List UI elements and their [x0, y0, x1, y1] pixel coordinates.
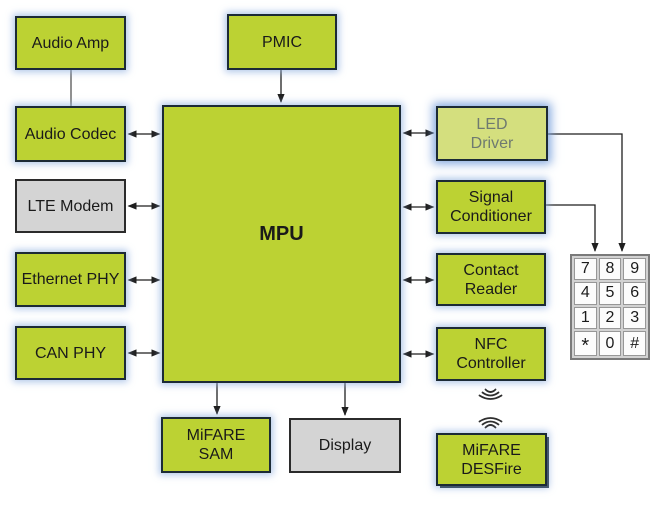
block-ethernet-phy[interactable]: Ethernet PHY [15, 252, 126, 307]
block-display[interactable]: Display [289, 418, 401, 473]
keypad-key-3[interactable]: 3 [623, 306, 646, 329]
keypad-key-0[interactable]: 0 [598, 331, 622, 356]
block-nfc-controller[interactable]: NFC Controller [436, 327, 546, 381]
block-audio-codec[interactable]: Audio Codec [15, 106, 126, 162]
block-can-phy[interactable]: CAN PHY [15, 326, 126, 380]
keypad-key-6[interactable]: 6 [623, 282, 646, 305]
keypad-key-7[interactable]: 7 [574, 258, 597, 281]
keypad-key-9[interactable]: 9 [623, 258, 646, 281]
keypad: 7 8 9 4 5 6 1 2 3 * 0 # [570, 254, 650, 360]
keypad-key-1[interactable]: 1 [574, 306, 597, 329]
keypad-key-hash[interactable]: # [623, 331, 646, 356]
wireless-up-icon [478, 417, 503, 429]
keypad-key-5[interactable]: 5 [598, 282, 622, 305]
block-signal-conditioner[interactable]: Signal Conditioner [436, 180, 546, 234]
keypad-key-2[interactable]: 2 [598, 306, 622, 329]
block-audio-amp[interactable]: Audio Amp [15, 16, 126, 70]
block-lte-modem[interactable]: LTE Modem [15, 179, 126, 233]
block-led-driver[interactable]: LED Driver [436, 106, 548, 161]
block-mifare-desfire[interactable]: MiFARE DESFire [436, 433, 547, 486]
wireless-down-icon [478, 388, 503, 400]
block-pmic[interactable]: PMIC [227, 14, 337, 70]
block-mpu[interactable]: MPU [162, 105, 401, 383]
keypad-key-8[interactable]: 8 [598, 258, 622, 281]
wire-leddriver-keypad [548, 133, 626, 252]
block-contact-reader[interactable]: Contact Reader [436, 253, 546, 306]
block-mifare-sam[interactable]: MiFARE SAM [161, 417, 271, 473]
keypad-key-star[interactable]: * [574, 331, 597, 357]
keypad-key-star-label: * [581, 335, 590, 357]
wire-signalconditioner-keypad [546, 204, 599, 252]
keypad-key-4[interactable]: 4 [574, 282, 597, 305]
